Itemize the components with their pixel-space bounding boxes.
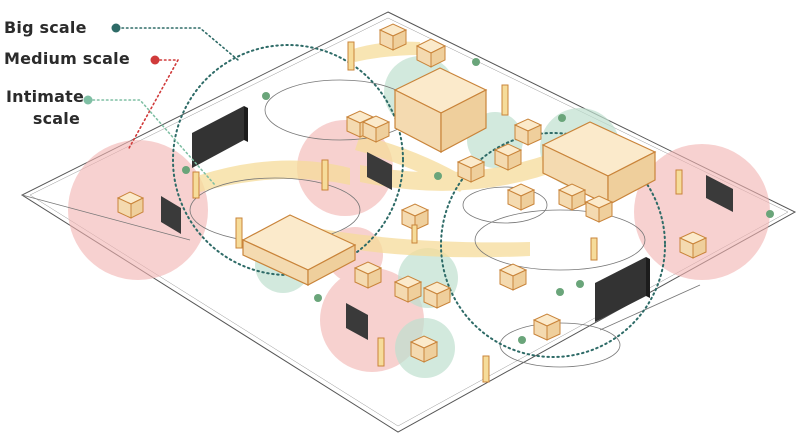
cube-9	[506, 183, 536, 211]
intimate-scale-leader	[92, 99, 216, 186]
tree-1	[262, 92, 270, 100]
intimate-scale-marker-icon	[83, 95, 93, 105]
legend-intimate-scale-label: Intimate scale	[6, 86, 85, 130]
totem-10	[411, 224, 418, 244]
totem-5	[675, 169, 683, 195]
plaza-ring-east	[474, 209, 646, 271]
cube-11	[557, 183, 587, 211]
totem-7	[590, 237, 598, 261]
cube-17	[498, 263, 528, 291]
cube-18	[532, 313, 562, 341]
path-center-east	[360, 150, 565, 191]
cube-7	[456, 155, 486, 183]
tree-5	[434, 172, 442, 180]
cube-5	[361, 115, 391, 143]
totem-2	[501, 84, 509, 116]
pavilion-north	[393, 67, 488, 153]
totems	[192, 41, 683, 383]
cube-1	[116, 191, 145, 219]
totem-6	[235, 217, 243, 249]
totem-3	[192, 171, 200, 199]
totem-1	[347, 41, 355, 71]
medium-scale-marker-icon	[150, 55, 160, 65]
screen-small-center	[367, 152, 392, 190]
pavilion-west	[241, 214, 357, 286]
medium-zone-east	[634, 144, 770, 280]
large-pavilions	[241, 67, 657, 286]
ground-line-a	[21, 194, 191, 241]
tree-7	[576, 280, 584, 288]
medium-scale-leader	[127, 59, 180, 151]
screen-small-west	[161, 196, 181, 234]
legend-intimate-line2: scale	[32, 109, 80, 128]
cube-16	[422, 281, 452, 309]
path-west	[200, 160, 350, 192]
big-ring-east	[440, 132, 666, 358]
cube-8	[493, 143, 523, 171]
screen-large-north	[192, 106, 248, 168]
tree-2	[472, 58, 480, 66]
big-scale-marker-icon	[111, 23, 121, 33]
cube-19	[409, 335, 439, 363]
totem-9	[482, 355, 490, 383]
screen-small-south	[346, 303, 368, 340]
cube-2	[378, 23, 408, 51]
cube-12	[584, 195, 614, 223]
legend-big-scale-label: Big scale	[4, 18, 87, 37]
cube-13	[678, 231, 708, 259]
screen-small-east	[706, 175, 733, 212]
path-north	[350, 41, 420, 62]
big-scale-leader	[121, 27, 239, 61]
totem-4	[321, 159, 329, 191]
small-cubes	[116, 23, 708, 363]
ground-line-b	[599, 284, 701, 331]
screen-large-east	[595, 257, 650, 322]
tree-4	[182, 166, 190, 174]
site-ground-inner-edge	[29, 17, 789, 427]
tree-10	[556, 288, 564, 296]
tree-6	[766, 210, 774, 218]
tree-8	[314, 294, 322, 302]
screens	[161, 106, 733, 340]
cube-15	[393, 275, 423, 303]
trees	[182, 58, 774, 344]
cube-14	[353, 261, 383, 289]
legend-medium-scale-label: Medium scale	[4, 49, 130, 68]
tree-3	[558, 114, 566, 122]
totem-8	[377, 337, 385, 367]
pavilion-east	[541, 121, 657, 206]
cube-6	[513, 118, 543, 146]
legend-leaders	[92, 27, 239, 186]
tree-9	[518, 336, 526, 344]
cube-3	[415, 38, 447, 68]
legend-intimate-line1: Intimate	[6, 87, 85, 106]
plaza-ring-center	[462, 186, 548, 224]
